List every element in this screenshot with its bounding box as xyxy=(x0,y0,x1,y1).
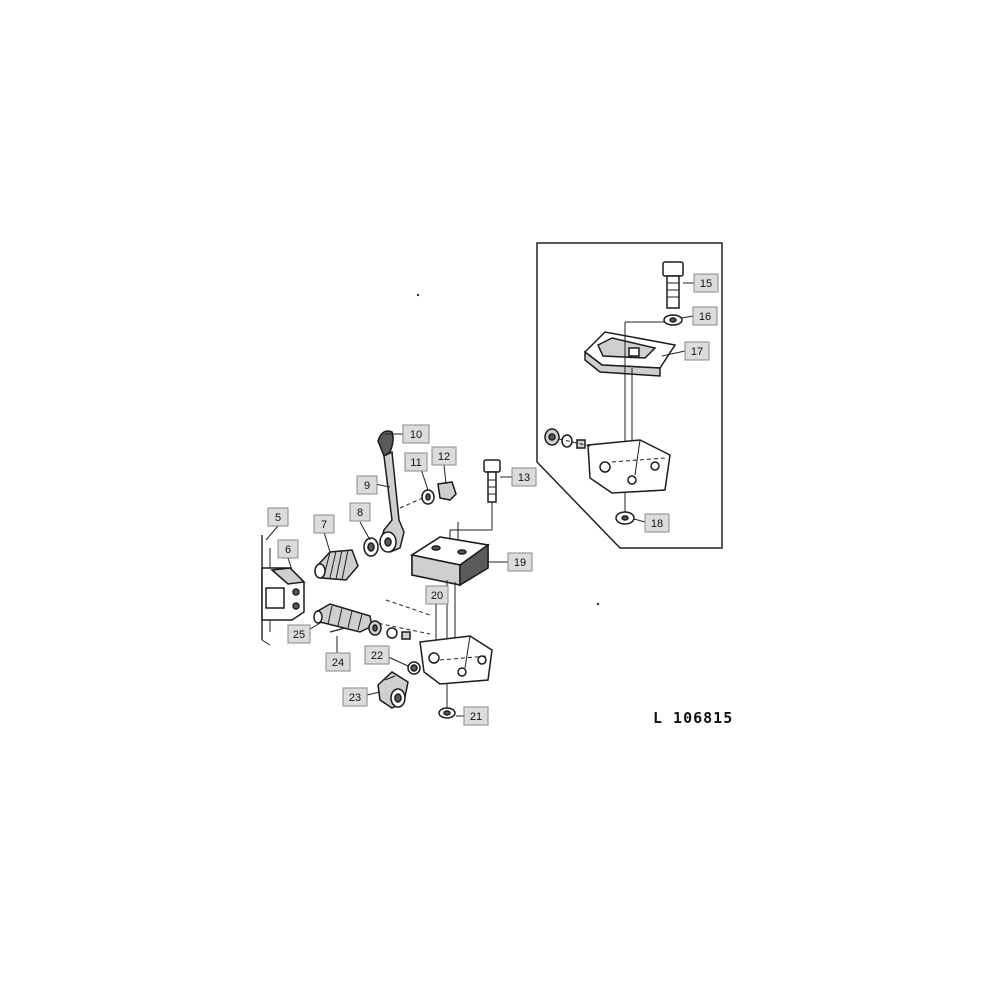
callout-number: 8 xyxy=(357,507,363,519)
callout-number: 18 xyxy=(651,518,663,530)
speck xyxy=(416,293,420,297)
callout-23: 23 xyxy=(342,687,368,707)
callout-box xyxy=(511,467,537,487)
callout-box xyxy=(277,539,299,559)
main-assembly xyxy=(261,430,512,719)
callout-box xyxy=(404,452,428,472)
callout-box xyxy=(644,513,670,533)
valve-block xyxy=(419,635,493,685)
callout-number: 23 xyxy=(349,692,361,704)
callout-16: 16 xyxy=(692,306,718,326)
pivot-bolt xyxy=(313,603,373,633)
callout-number: 19 xyxy=(514,557,526,569)
callout-25: 25 xyxy=(287,624,311,644)
callout-number: 21 xyxy=(470,711,482,723)
callout-box xyxy=(692,306,718,326)
lever-fasteners xyxy=(399,481,457,509)
callout-number: 17 xyxy=(691,346,703,358)
nut-stack xyxy=(368,620,411,640)
callout-box xyxy=(349,502,371,522)
callout-7: 7 xyxy=(313,514,335,534)
callout-20: 20 xyxy=(425,585,449,605)
callout-box xyxy=(325,652,351,672)
callout-box xyxy=(693,273,719,293)
inset-detail-panel xyxy=(536,242,723,549)
control-lever xyxy=(377,430,405,553)
callout-box xyxy=(364,645,390,665)
o-ring xyxy=(407,661,421,675)
callout-11: 11 xyxy=(404,452,428,472)
callout-box xyxy=(402,424,430,444)
callout-6: 6 xyxy=(277,539,299,559)
lower-washer xyxy=(438,707,456,719)
inset-bracket xyxy=(583,331,677,377)
callout-number: 12 xyxy=(438,451,450,463)
callout-8: 8 xyxy=(349,502,371,522)
inset-nut-set xyxy=(544,428,591,449)
callout-number: 7 xyxy=(321,519,327,531)
callout-10: 10 xyxy=(402,424,430,444)
callout-5: 5 xyxy=(267,507,289,527)
callout-12: 12 xyxy=(431,446,457,466)
inset-bolt xyxy=(662,261,684,309)
callout-number: 15 xyxy=(700,278,712,290)
callout-box xyxy=(425,585,449,605)
callout-number: 9 xyxy=(364,480,370,492)
gear-shaft xyxy=(314,549,359,581)
callout-box xyxy=(431,446,457,466)
callout-box xyxy=(684,341,710,361)
callout-22: 22 xyxy=(364,645,390,665)
inset-panel-border xyxy=(536,242,723,549)
callout-box xyxy=(463,706,489,726)
callout-labels: 5 6 7 8 9 10 11 12 13 15 16 17 18 19 20 21 22 23 24 25 xyxy=(267,273,719,726)
callout-box xyxy=(287,624,311,644)
callout-box xyxy=(507,552,533,572)
callout-box xyxy=(356,475,378,495)
callout-18: 18 xyxy=(644,513,670,533)
callout-number: 11 xyxy=(410,457,421,469)
callout-number: 5 xyxy=(275,512,281,524)
callout-number: 20 xyxy=(431,590,443,602)
callout-box xyxy=(342,687,368,707)
callout-number: 22 xyxy=(371,650,383,662)
callout-number: 6 xyxy=(285,544,291,556)
spacer-block xyxy=(410,536,490,587)
callout-21: 21 xyxy=(463,706,489,726)
callout-9: 9 xyxy=(356,475,378,495)
elbow-fitting xyxy=(377,671,409,709)
callout-13: 13 xyxy=(511,467,537,487)
callout-box xyxy=(313,514,335,534)
speck xyxy=(596,602,600,606)
callout-number: 25 xyxy=(293,629,305,641)
callout-number: 16 xyxy=(699,311,711,323)
inset-washer xyxy=(663,314,683,326)
inset-valve-block xyxy=(587,439,671,494)
callout-number: 13 xyxy=(518,472,530,484)
callout-19: 19 xyxy=(507,552,533,572)
inset-lower-washer xyxy=(615,511,635,525)
reference-code: L 106815 xyxy=(653,709,733,727)
housing xyxy=(261,535,306,646)
callout-24: 24 xyxy=(325,652,351,672)
callout-17: 17 xyxy=(684,341,710,361)
main-bolt xyxy=(483,459,501,503)
callout-box xyxy=(267,507,289,527)
shaft-washer xyxy=(363,537,379,557)
callout-15: 15 xyxy=(693,273,719,293)
callout-number: 24 xyxy=(332,657,344,669)
callout-number: 10 xyxy=(410,429,422,441)
